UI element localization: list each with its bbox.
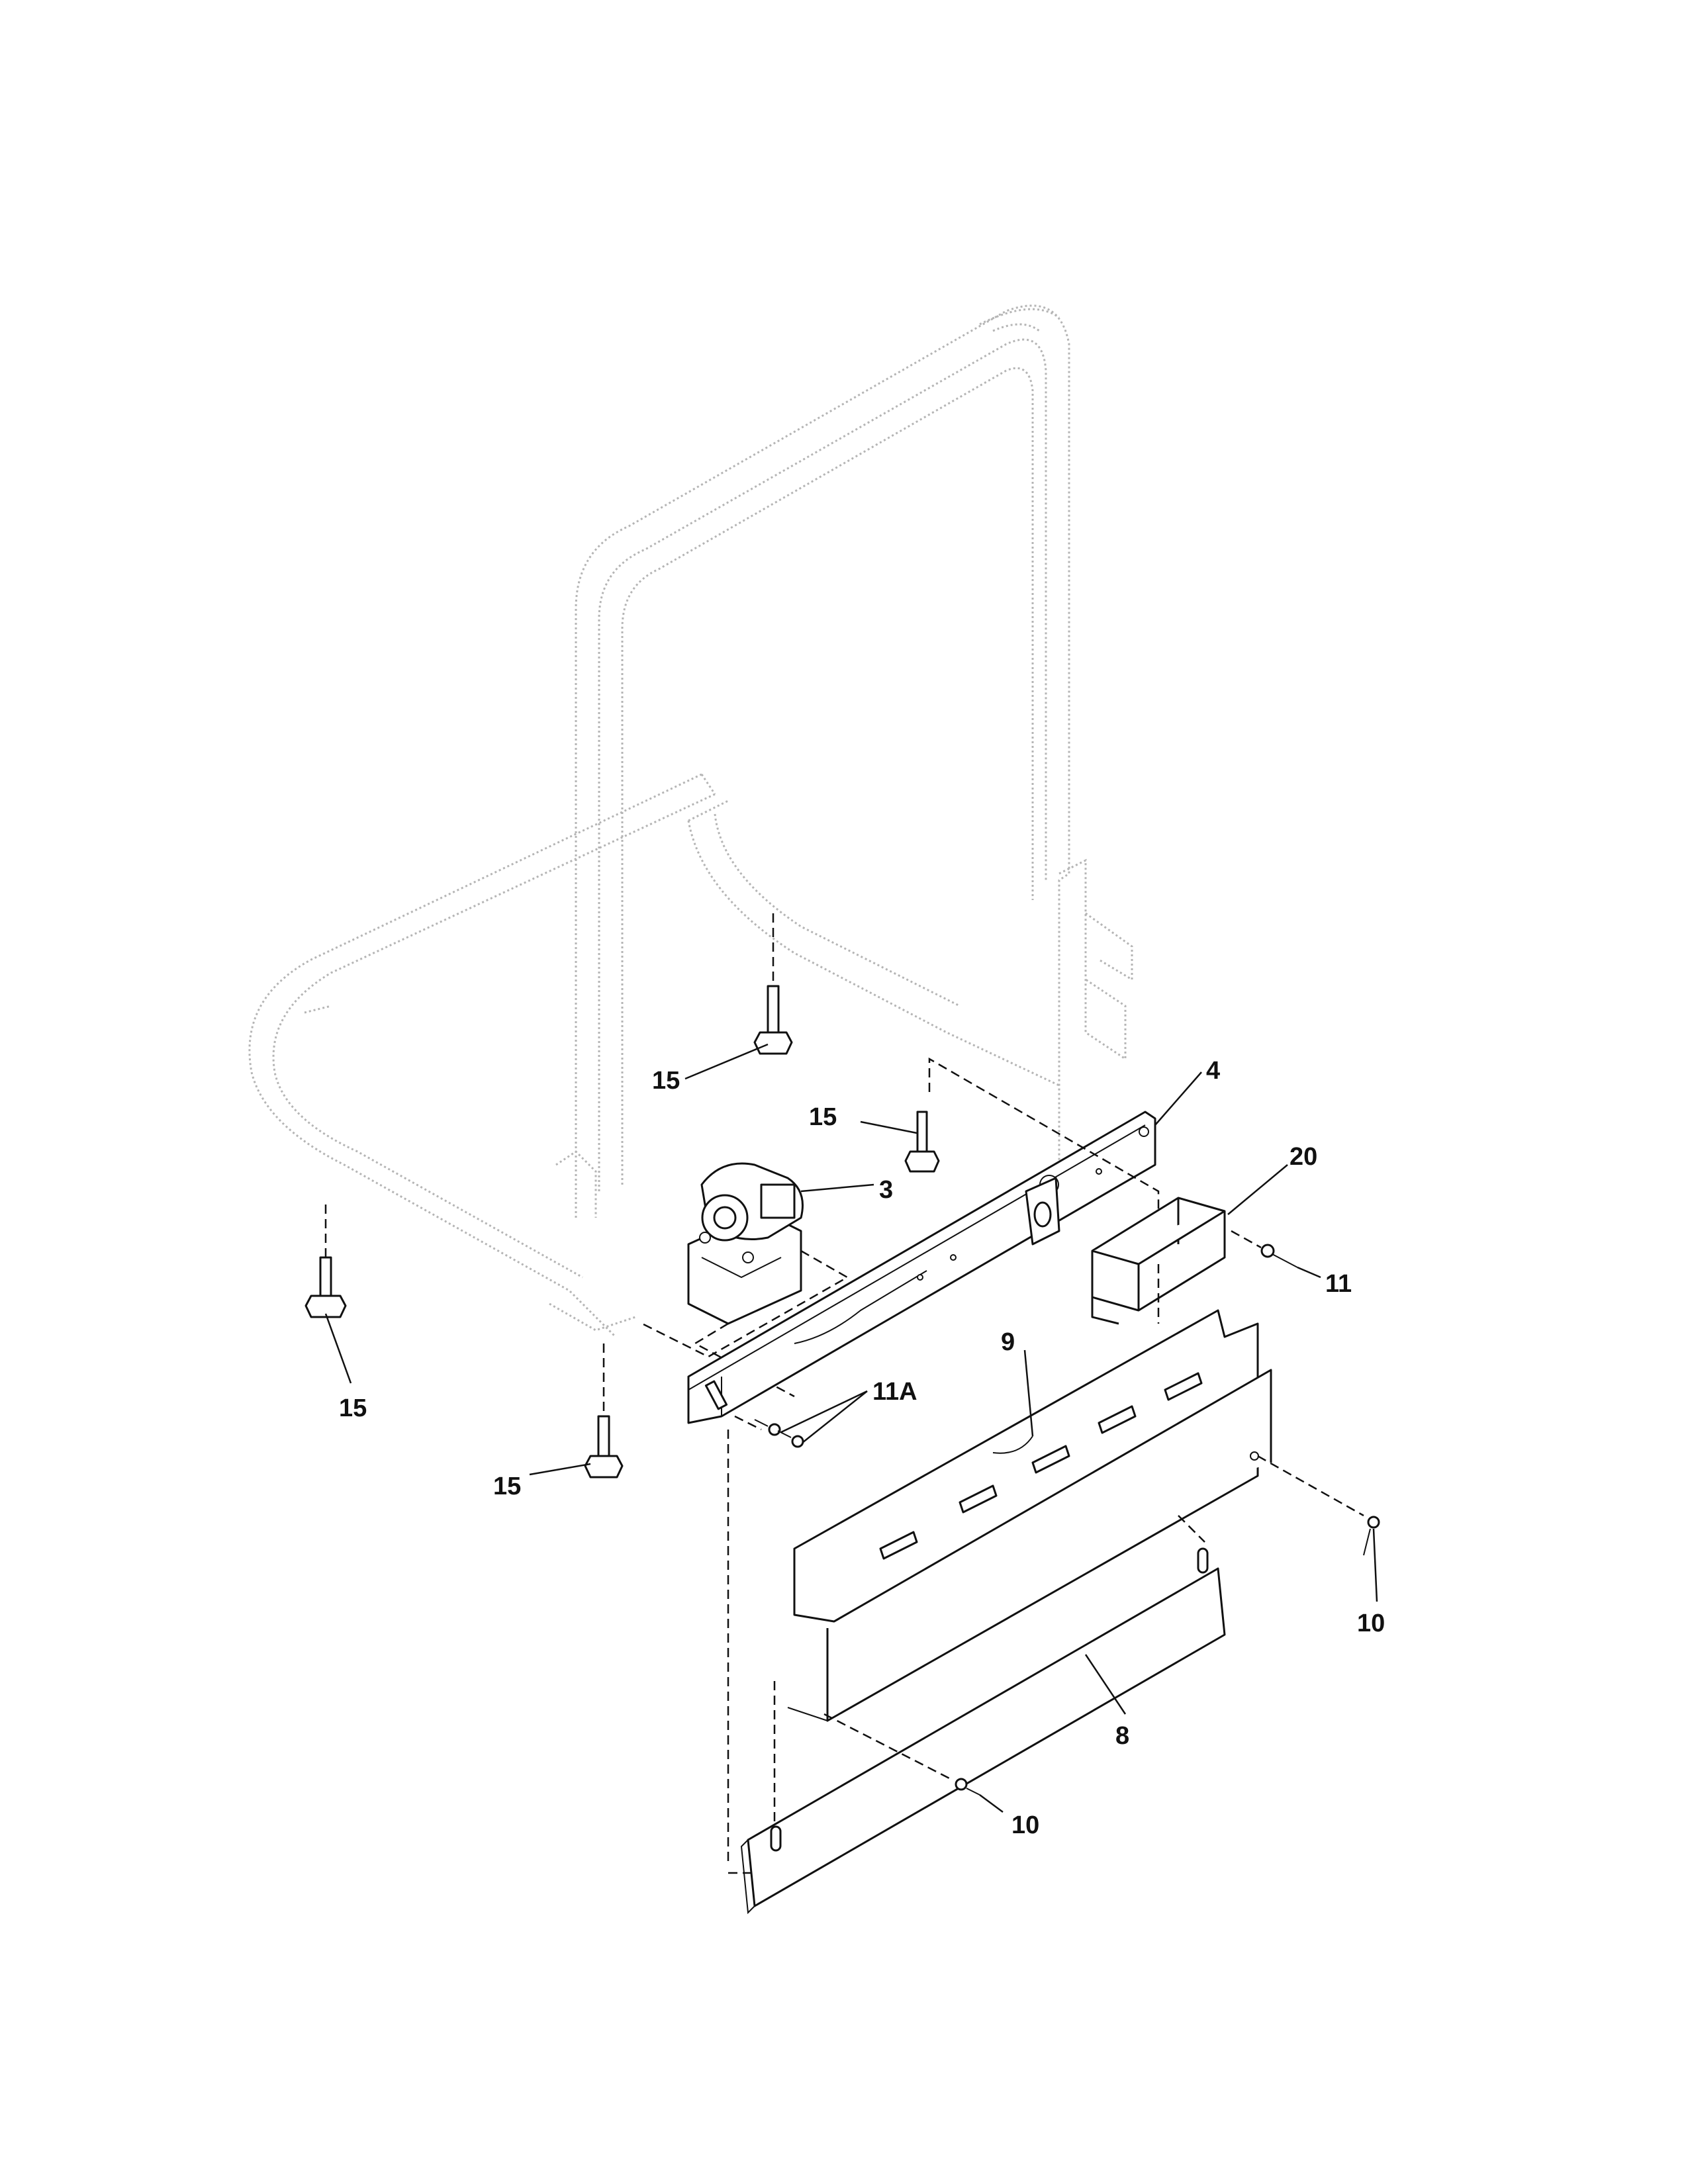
callout-8: 8 [1115,1722,1129,1750]
screws-11a [734,1415,804,1448]
callout-11: 11 [1325,1270,1352,1298]
cover-bracket [1091,1197,1226,1325]
leader-lines [324,1043,1378,1813]
callout-15-upper-left: 15 [652,1067,680,1095]
tub-frame-ghost [248,304,1133,1338]
screw-10-bottom [823,1713,980,1796]
callout-15-upper-mid: 15 [809,1103,837,1131]
leveling-leg-left [305,1205,347,1318]
callout-15-lower-left: 15 [339,1394,367,1422]
screw-10-right [1257,1455,1380,1556]
mounting-rail [687,1111,1156,1424]
screw-11 [1231,1230,1298,1268]
water-valve [687,1162,804,1325]
callout-10-bottom: 10 [1011,1811,1039,1839]
callout-3: 3 [879,1176,893,1204]
callout-10-right: 10 [1357,1610,1385,1637]
leveling-leg-upper [753,913,793,1055]
kick-plate-frame [787,1309,1272,1722]
callout-11a: 11A [872,1378,917,1406]
callout-20: 20 [1289,1143,1317,1171]
callout-9: 9 [1001,1328,1015,1356]
callout-4: 4 [1206,1057,1220,1085]
leveling-leg-lower [584,1343,624,1479]
leveling-leg-mid [904,1111,940,1173]
callout-15-lower-mid: 15 [493,1473,521,1500]
kick-plate [740,1547,1226,1915]
